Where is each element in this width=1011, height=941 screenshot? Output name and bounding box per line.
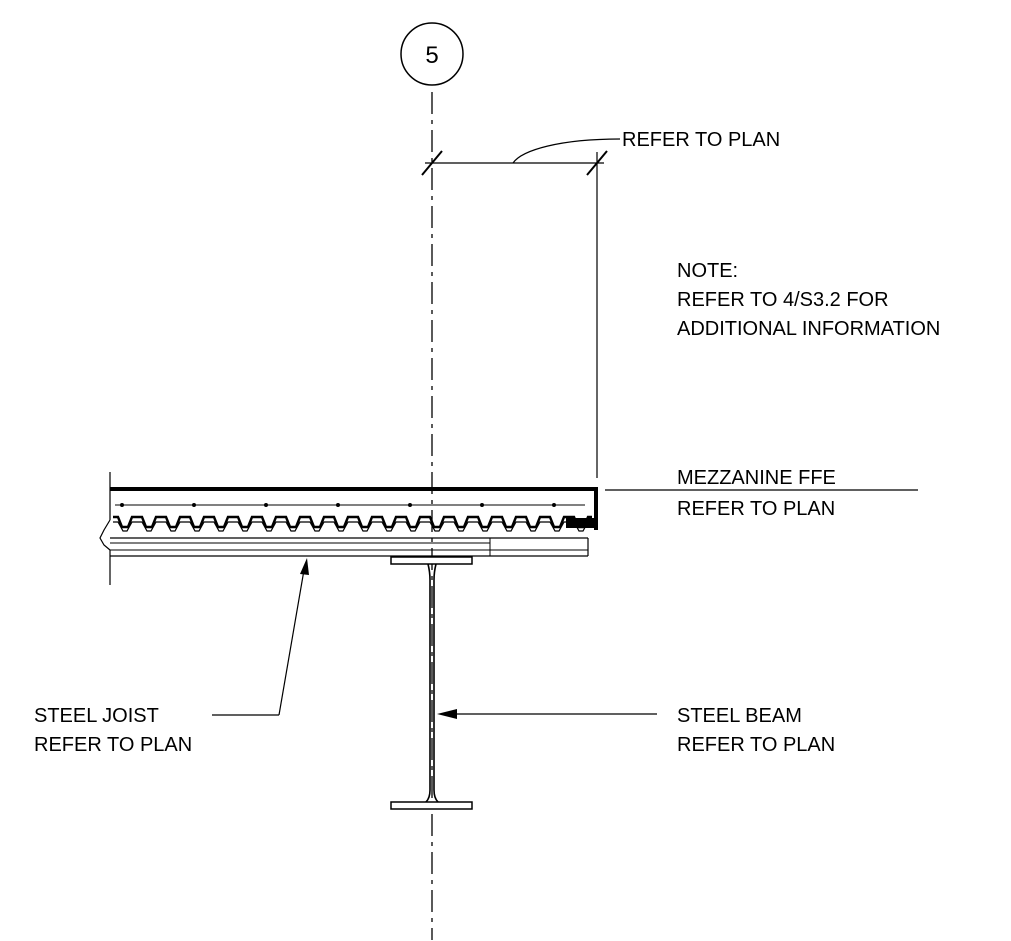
joist-leader-arrow bbox=[300, 558, 309, 575]
note-line-1: REFER TO 4/S3.2 FOR bbox=[677, 289, 889, 311]
steel-joist bbox=[110, 537, 589, 557]
deck-closure bbox=[566, 518, 594, 528]
dimension: REFER TO PLAN bbox=[421, 129, 780, 478]
slab-break-symbol bbox=[99, 519, 111, 551]
note-heading: NOTE: bbox=[677, 260, 738, 282]
rebar-dot bbox=[264, 503, 268, 507]
metal-deck-lower bbox=[113, 521, 592, 532]
joist-leader bbox=[278, 569, 305, 716]
concrete-slab bbox=[99, 472, 598, 585]
joist-callout-line-2: REFER TO PLAN bbox=[34, 734, 192, 756]
beam-callout: STEEL BEAM REFER TO PLAN bbox=[437, 705, 835, 756]
beam-bottom-flange bbox=[390, 801, 473, 810]
rebar-dot bbox=[120, 503, 124, 507]
note-line-2: ADDITIONAL INFORMATION bbox=[677, 318, 940, 340]
joist-callout: STEEL JOIST REFER TO PLAN bbox=[34, 558, 309, 756]
level-name: MEZZANINE FFE bbox=[677, 467, 836, 489]
rebar-dot bbox=[192, 503, 196, 507]
note-block: NOTE: REFER TO 4/S3.2 FOR ADDITIONAL INF… bbox=[677, 260, 940, 340]
level-ref: REFER TO PLAN bbox=[677, 498, 835, 520]
rebar-dot bbox=[336, 503, 340, 507]
dimension-label: REFER TO PLAN bbox=[622, 129, 780, 151]
beam-top-flange bbox=[390, 556, 473, 565]
reinforcement-bars bbox=[120, 503, 556, 507]
grid-bubble-label: 5 bbox=[425, 42, 438, 69]
beam-leader-arrow bbox=[437, 709, 457, 719]
dimension-tick-left bbox=[421, 150, 443, 176]
level-marker: MEZZANINE FFE REFER TO PLAN bbox=[605, 467, 918, 520]
beam-callout-line-2: REFER TO PLAN bbox=[677, 734, 835, 756]
rebar-dot bbox=[408, 503, 412, 507]
grid-bubble: 5 bbox=[400, 22, 464, 86]
rebar-dot bbox=[480, 503, 484, 507]
joist-callout-line-1: STEEL JOIST bbox=[34, 705, 159, 727]
rebar-dot bbox=[552, 503, 556, 507]
steel-beam bbox=[390, 556, 473, 810]
metal-deck-upper bbox=[113, 515, 592, 529]
dimension-leader bbox=[512, 138, 621, 164]
beam-web bbox=[425, 563, 439, 803]
grid-bubble-circle bbox=[400, 22, 464, 86]
beam-callout-line-1: STEEL BEAM bbox=[677, 705, 802, 727]
